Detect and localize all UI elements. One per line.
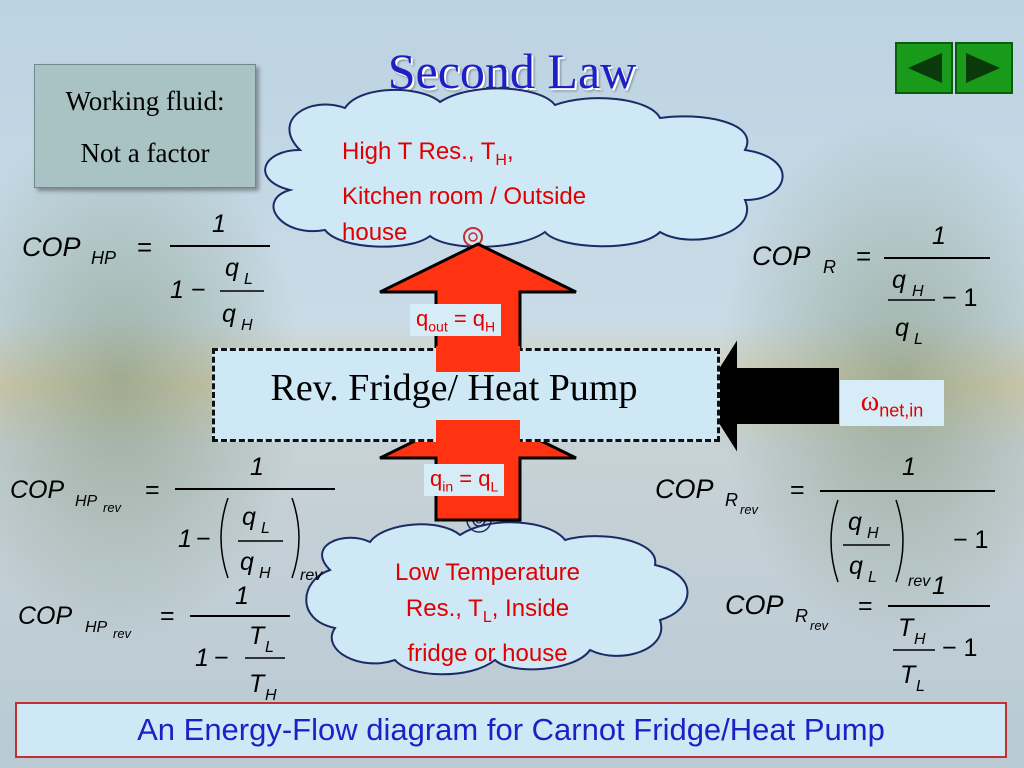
q-out-label: qout = qH <box>410 304 502 337</box>
slide-footer: An Energy-Flow diagram for Carnot Fridge… <box>15 702 1007 758</box>
svg-text:q: q <box>849 552 863 580</box>
svg-text:1: 1 <box>250 453 264 481</box>
svg-text:=: = <box>145 476 160 504</box>
svg-text:−: − <box>214 644 229 672</box>
svg-text:L: L <box>868 569 877 586</box>
heat-out-arrow <box>379 242 577 352</box>
device-label: Rev. Fridge/ Heat Pump <box>270 367 638 409</box>
previous-slide-button[interactable] <box>895 42 953 94</box>
working-fluid-line2: Not a factor <box>80 138 210 168</box>
svg-text:1: 1 <box>932 222 946 250</box>
svg-text:T: T <box>900 661 917 689</box>
svg-text:H: H <box>259 565 271 582</box>
svg-text:− 1: − 1 <box>942 284 977 312</box>
svg-text:1: 1 <box>932 572 946 600</box>
q-in-label: qin = qL <box>424 464 505 497</box>
working-fluid-line1: Working fluid: <box>65 86 225 116</box>
working-fluid-note: Working fluid: Not a factor <box>34 64 256 188</box>
triangle-left-icon <box>908 53 942 83</box>
cop-hp-rev-temperature-formula: COP HP rev = 1 1 − T L T H <box>18 582 290 704</box>
svg-text:q: q <box>240 548 254 576</box>
svg-text:1: 1 <box>195 644 209 672</box>
svg-text:COP: COP <box>725 590 784 620</box>
svg-text:rev: rev <box>103 500 123 515</box>
svg-text:=: = <box>856 241 871 271</box>
svg-text:H: H <box>867 525 879 542</box>
svg-text:=: = <box>160 602 175 630</box>
svg-text:1: 1 <box>235 582 249 610</box>
svg-text:T: T <box>898 614 915 642</box>
svg-text:T: T <box>249 622 266 650</box>
low-reservoir-cloud <box>305 521 689 676</box>
svg-text:1: 1 <box>170 276 184 304</box>
high-reservoir-cloud <box>264 87 784 248</box>
svg-text:− 1: − 1 <box>953 526 988 554</box>
svg-text:=: = <box>858 592 873 620</box>
svg-text:H: H <box>914 631 926 648</box>
svg-text:H: H <box>265 687 277 704</box>
svg-text:H: H <box>241 317 253 334</box>
cop-r-rev-temperature-formula: COP R rev = 1 T H T L − 1 <box>725 572 990 695</box>
svg-text:−: − <box>196 525 211 553</box>
svg-text:1: 1 <box>178 525 192 553</box>
svg-text:COP: COP <box>10 476 65 504</box>
svg-text:HP: HP <box>91 248 116 268</box>
svg-text:HP: HP <box>75 493 98 510</box>
svg-text:rev: rev <box>810 618 830 633</box>
svg-text:=: = <box>790 476 805 504</box>
svg-text:L: L <box>244 271 253 288</box>
svg-text:HP: HP <box>85 619 108 636</box>
low-reservoir-text: Low Temperature Res., TL, Inside fridge … <box>395 559 580 667</box>
svg-text:COP: COP <box>655 474 714 504</box>
svg-text:−: − <box>191 276 206 304</box>
svg-text:COP: COP <box>18 602 73 630</box>
svg-text:1: 1 <box>212 210 226 238</box>
cop-r-formula: COP R = 1 q H q L − 1 <box>752 222 990 348</box>
svg-text:L: L <box>265 639 274 656</box>
cop-hp-formula: COP HP = 1 1 − q L q H <box>22 210 270 334</box>
triangle-right-icon <box>966 53 1000 83</box>
svg-text:R: R <box>795 606 808 626</box>
svg-text:q: q <box>225 254 239 282</box>
svg-text:q: q <box>892 266 906 294</box>
svg-text:COP: COP <box>752 241 811 271</box>
svg-text:H: H <box>912 283 924 300</box>
svg-text:rev: rev <box>740 502 760 517</box>
svg-text:T: T <box>249 670 266 698</box>
svg-text:1: 1 <box>902 453 916 481</box>
svg-text:− 1: − 1 <box>942 634 977 662</box>
svg-text:R: R <box>725 490 738 510</box>
svg-text:L: L <box>261 520 270 537</box>
svg-text:R: R <box>823 257 836 277</box>
next-slide-button[interactable] <box>955 42 1013 94</box>
cop-hp-rev-formula: COP HP rev = 1 1 − q L q H rev <box>10 453 335 584</box>
svg-text:COP: COP <box>22 232 81 262</box>
svg-text:L: L <box>916 678 925 695</box>
svg-text:q: q <box>222 300 236 328</box>
svg-text:rev: rev <box>113 626 133 641</box>
svg-text:q: q <box>895 314 909 342</box>
svg-text:rev: rev <box>908 573 931 590</box>
work-input-label: ωnet,in <box>840 380 944 426</box>
svg-text:q: q <box>848 508 862 536</box>
svg-text:=: = <box>137 232 152 262</box>
svg-text:q: q <box>242 503 256 531</box>
cop-r-rev-formula: COP R rev = 1 q H q L rev − 1 <box>655 453 995 590</box>
work-input-arrow <box>701 340 839 452</box>
high-reservoir-text: High T Res., TH, Kitchen room / Outside … <box>342 138 587 246</box>
svg-text:rev: rev <box>300 567 323 584</box>
svg-text:L: L <box>914 331 923 348</box>
